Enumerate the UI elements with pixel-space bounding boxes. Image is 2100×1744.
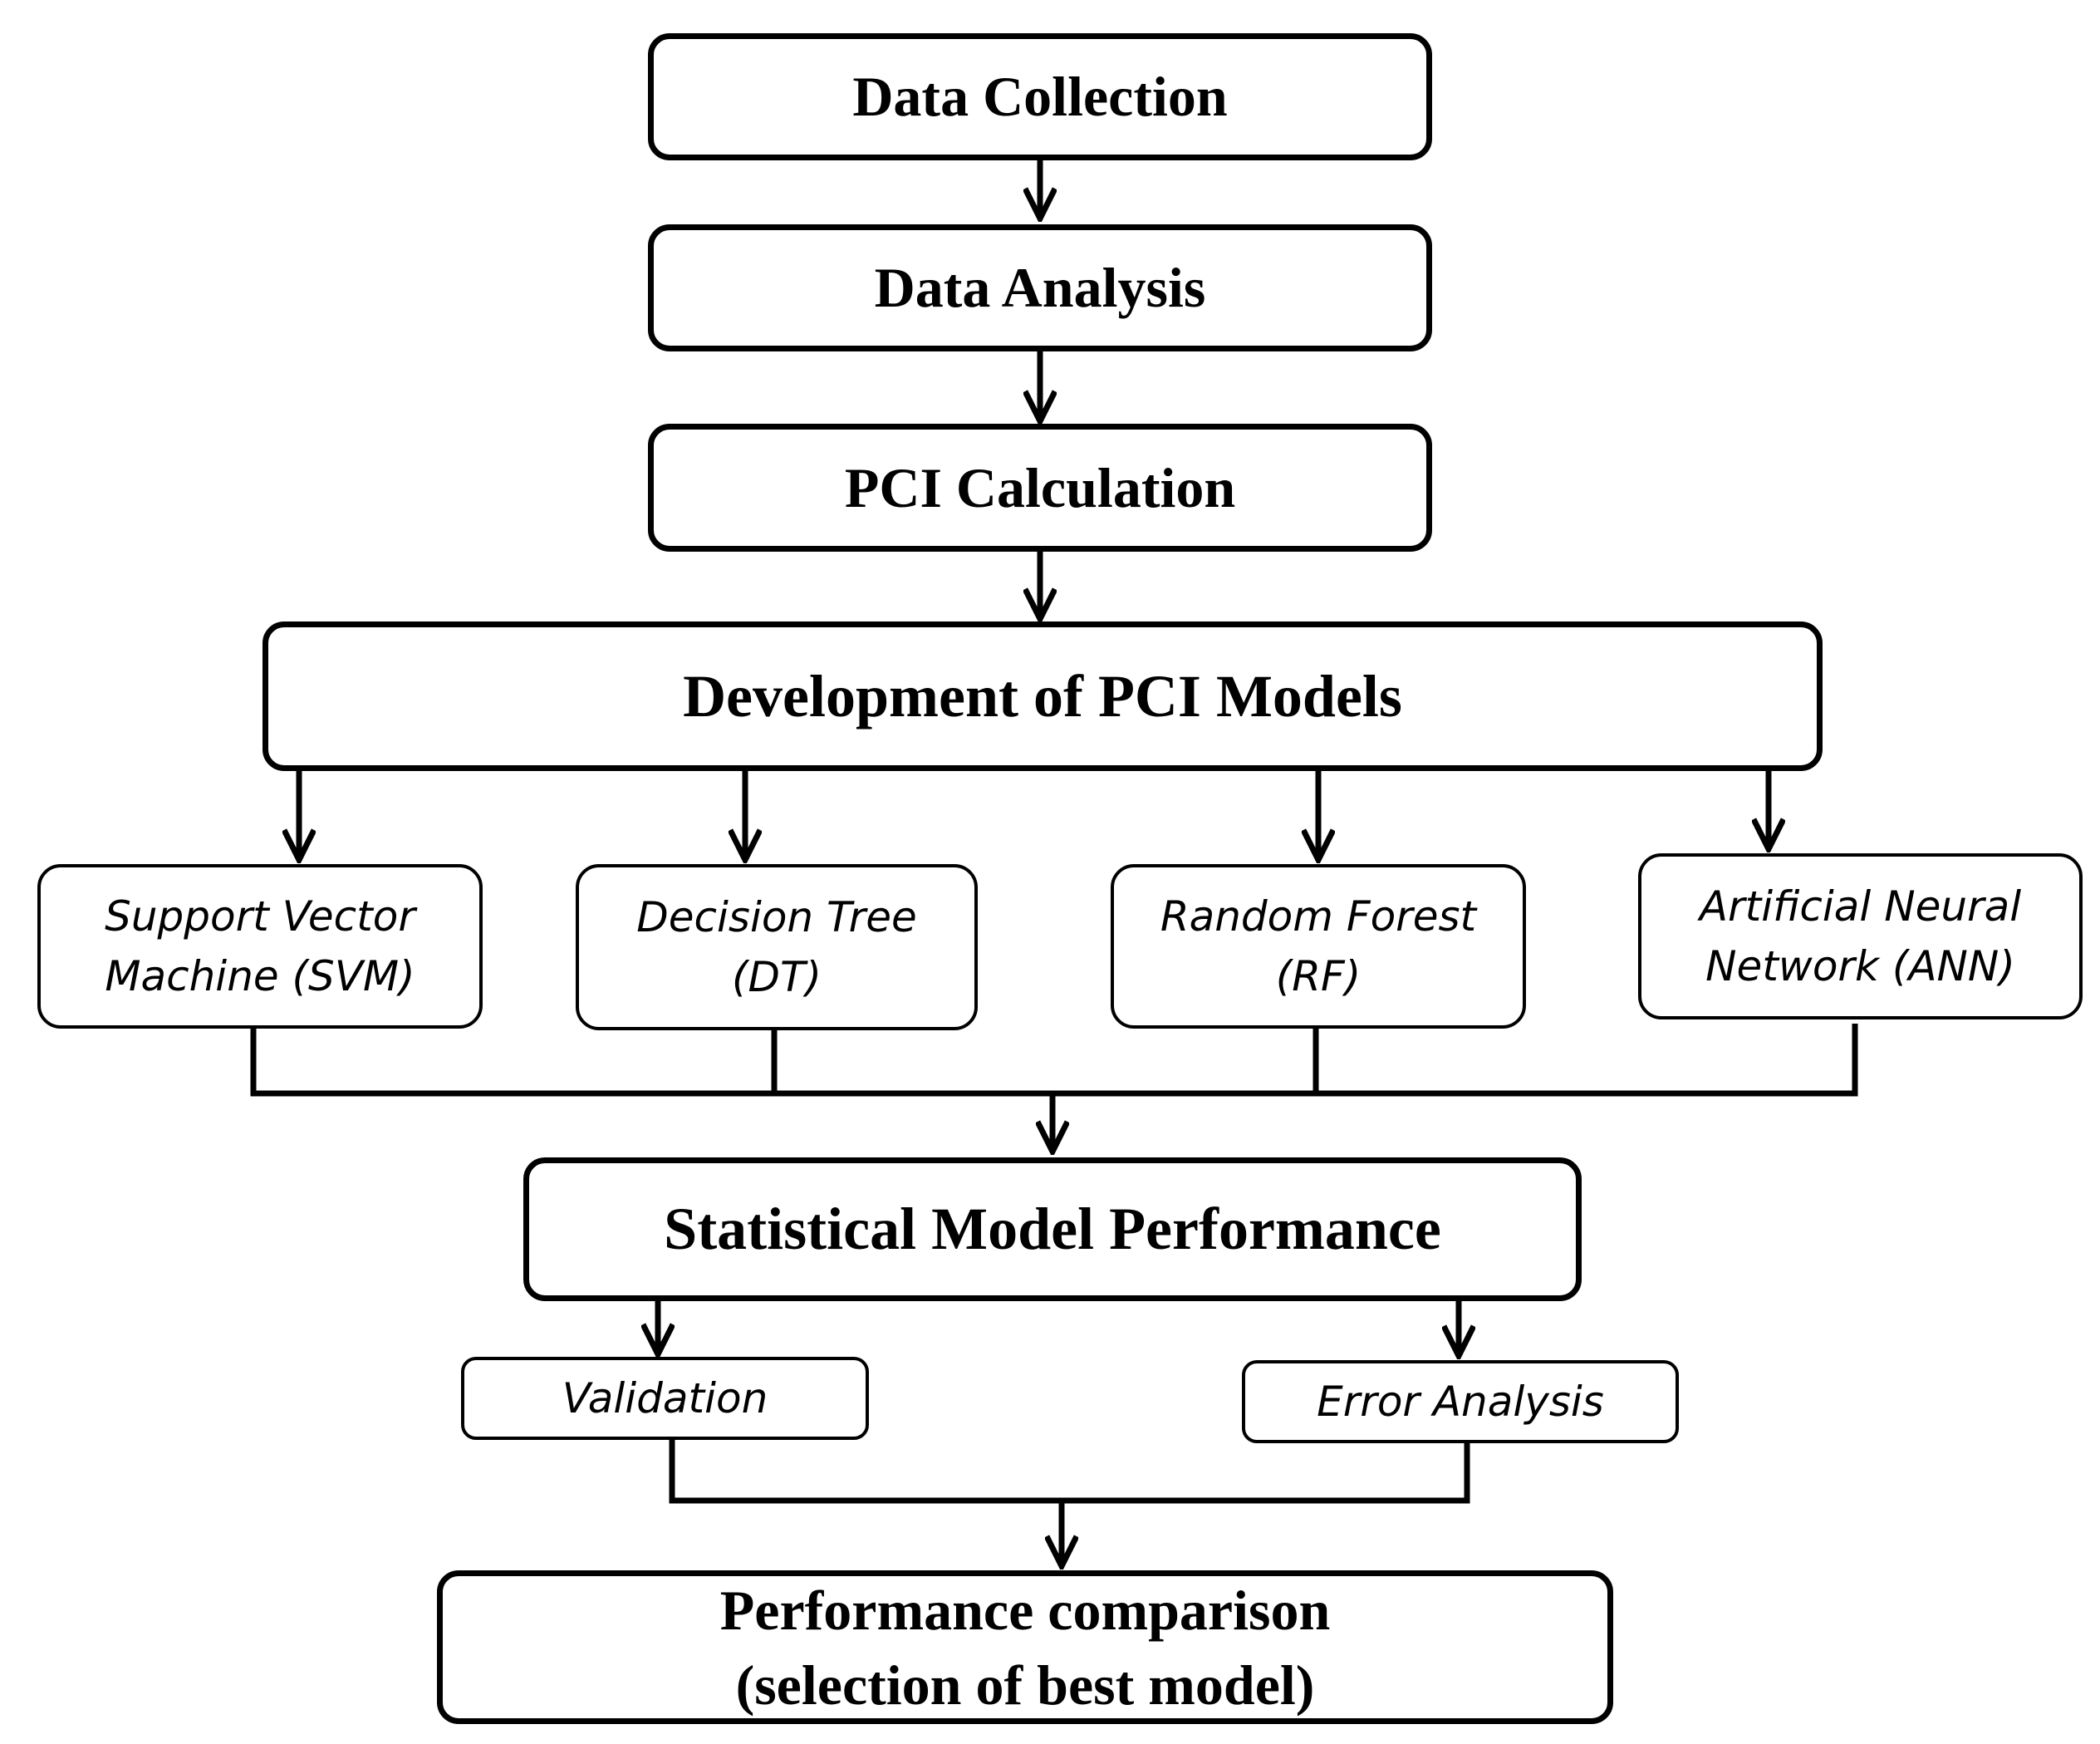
step-statistical-model-performance-label: Statistical Model Performance [664,1196,1441,1262]
step-performance-comparison-label: Performance comparison (selection of bes… [719,1578,1331,1717]
model-ann: Artificial Neural Network (ANN) [1638,853,2083,1019]
evaluation-error-analysis: Error Analysis [1242,1360,1679,1443]
step-pci-calculation: PCI Calculation [648,424,1432,552]
model-decision-tree: Decision Tree (DT) [576,864,978,1030]
model-random-forest-label: Random Forest (RF) [1160,892,1477,1000]
model-svm: Support Vector Machine (SVM) [37,864,483,1029]
step-pci-calculation-label: PCI Calculation [844,455,1236,519]
step-performance-comparison: Performance comparison (selection of bes… [437,1570,1613,1724]
merge-line-evaluation [669,1440,1470,1504]
step-development-of-models-label: Development of PCI Models [683,662,1402,730]
step-statistical-model-performance: Statistical Model Performance [523,1157,1582,1301]
step-data-collection: Data Collection [648,33,1432,160]
step-development-of-models: Development of PCI Models [262,621,1823,771]
evaluation-validation: Validation [461,1357,869,1440]
evaluation-error-analysis-label: Error Analysis [1317,1378,1604,1426]
step-data-collection-label: Data Collection [852,65,1228,128]
step-data-analysis: Data Analysis [648,224,1432,351]
merge-line-models [250,1024,1858,1097]
model-ann-label: Artificial Neural Network (ANN) [1699,882,2022,990]
step-data-analysis-label: Data Analysis [874,256,1206,319]
model-svm-label: Support Vector Machine (SVM) [105,892,415,1000]
model-random-forest: Random Forest (RF) [1111,864,1526,1029]
model-decision-tree-label: Decision Tree (DT) [636,893,917,1001]
evaluation-validation-label: Validation [562,1374,768,1422]
